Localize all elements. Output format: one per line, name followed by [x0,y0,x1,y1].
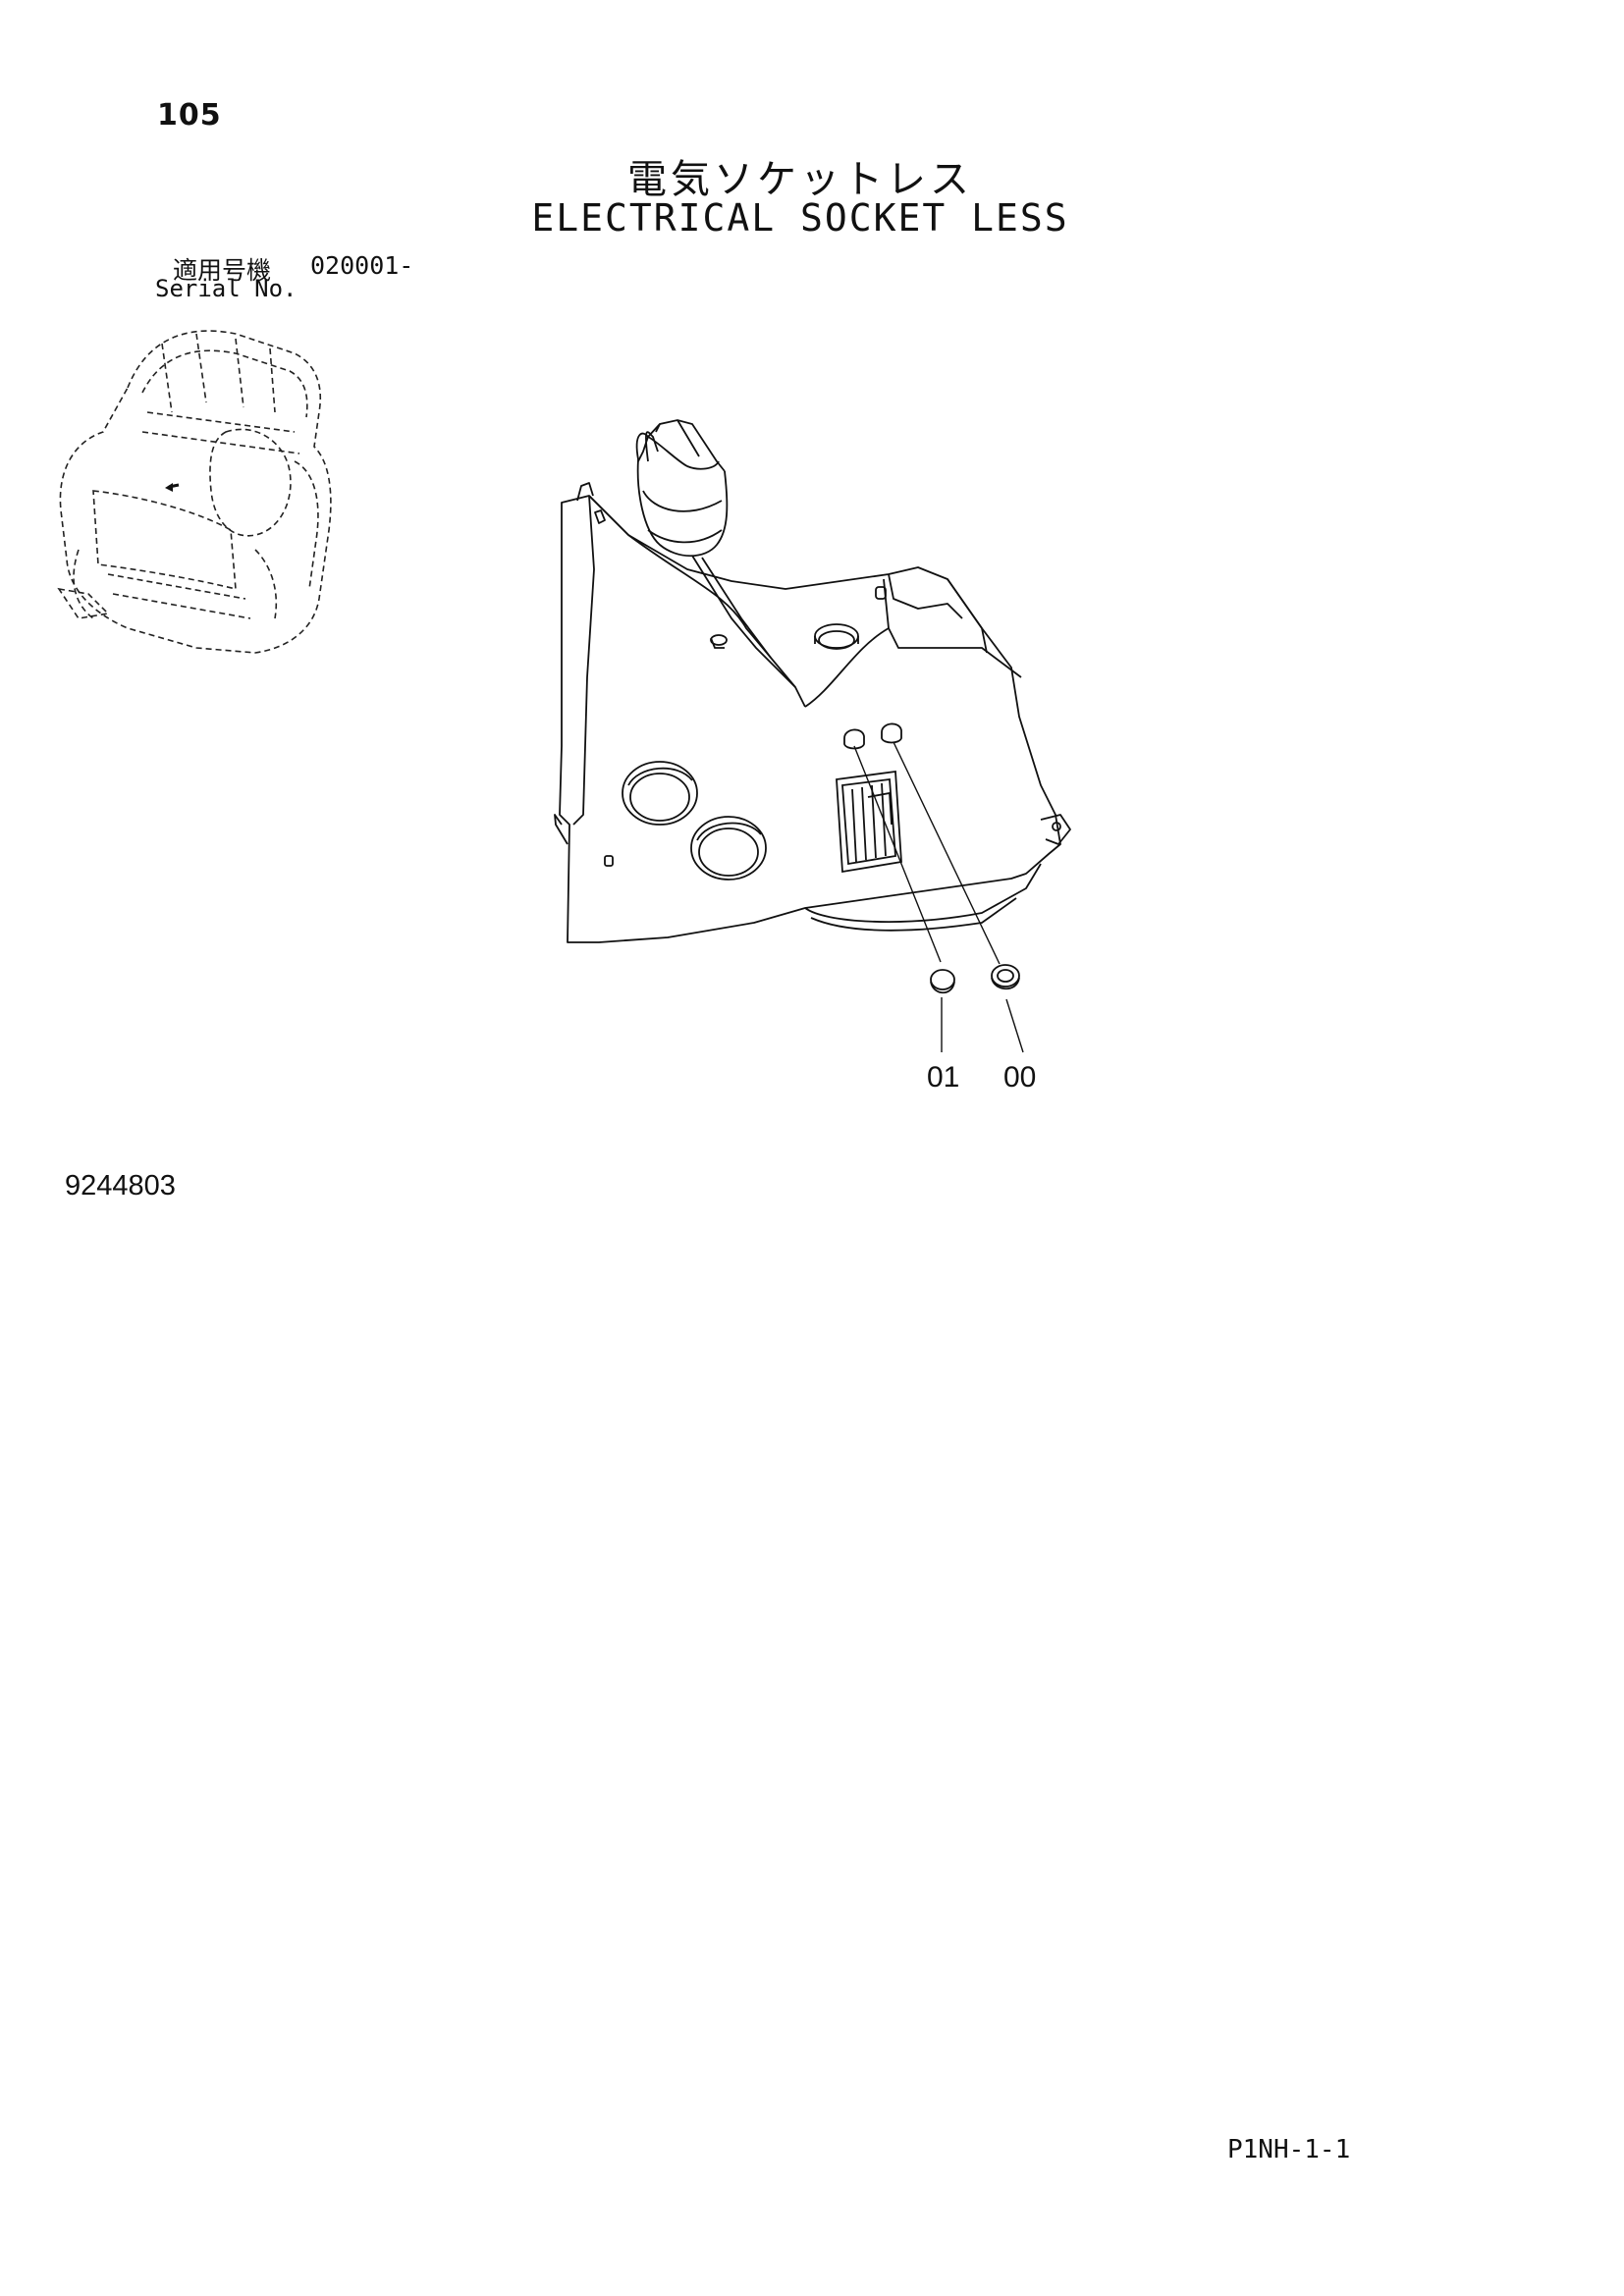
callout-part-00: 00 [1003,1061,1037,1094]
leader-lines [853,741,1024,1053]
upper-round-opening [814,623,859,650]
top-cylinder [635,419,796,688]
ridge-hole [710,634,728,649]
locator-arrow-icon [165,483,180,492]
bottom-left-pin [604,855,614,867]
title-japanese: 電気ソケットレス [627,157,973,202]
title-english: ELECTRICAL SOCKET LESS [531,196,1069,240]
panel-cover [554,482,1071,943]
louver-vent [836,770,902,874]
part-00-grommet [991,964,1020,990]
page-code: P1NH-1-1 [1227,2135,1351,2164]
serial-label-japanese: 適用号機 [173,256,272,285]
serial-range: 020001- [310,251,414,280]
drawing-number: 9244803 [65,1170,176,1201]
page-number: 105 [157,98,222,133]
serial-label-english: Serial No. [155,275,298,302]
callout-part-01: 01 [927,1061,960,1094]
top-pin [875,586,887,600]
round-opening-left [622,761,698,826]
socket-holes [843,722,902,750]
locator-thumbnail [57,330,332,654]
part-01-plug-cap [930,969,955,994]
round-opening-right [690,816,767,881]
